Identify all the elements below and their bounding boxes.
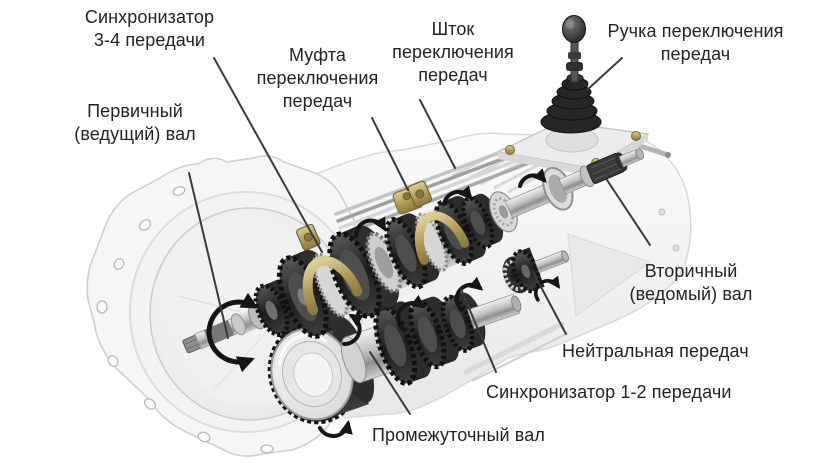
label-countershaft: Промежуточный вал [372, 424, 545, 447]
gear-shifter [495, 15, 651, 176]
leader-pervichny [188, 172, 229, 339]
shifter-lever [566, 39, 583, 83]
shifter-knob [562, 15, 586, 43]
label-shift-rod: Шток переключения передач [383, 18, 523, 87]
leader-lines [188, 57, 651, 415]
countershaft-gear-3 [440, 292, 486, 353]
label-line: (ведомый) вал [629, 284, 753, 305]
label-shift-coupling: Муфта переключения передач [240, 44, 395, 113]
leader-shtok [419, 99, 456, 169]
shift-fork-3-4 [296, 223, 363, 316]
leader-mufta [371, 117, 409, 191]
countershaft [267, 292, 522, 425]
rotation-arrows [206, 168, 561, 439]
leader-sync34 [213, 57, 323, 253]
label-line: 3-4 передачи [93, 30, 206, 51]
leader-promezh [369, 351, 411, 415]
label-line: переключения [392, 42, 514, 63]
label-output-shaft: Вторичный (ведомый) вал [612, 260, 770, 306]
shift-fork-1-2 [407, 180, 470, 265]
label-line: Ручка переключения [607, 21, 784, 41]
label-synchronizer-1-2: Синхронизатор 1-2 передачи [486, 381, 732, 404]
label-line: передач [418, 65, 488, 86]
label-line: Промежуточный вал [372, 425, 545, 445]
label-line: Синхронизатор [84, 7, 215, 27]
label-line: Вторичный [644, 261, 738, 281]
label-input-shaft: Первичный (ведущий) вал [55, 100, 215, 146]
label-line: переключения [256, 68, 379, 89]
leader-ruchka [586, 57, 623, 91]
label-shift-knob: Ручка переключения передач [598, 20, 793, 66]
label-line: передач [660, 44, 731, 65]
output-shaft [505, 148, 645, 219]
label-line: Шток [431, 19, 475, 39]
label-line: Нейтральная передач [562, 341, 749, 361]
label-neutral-gear: Нейтральная передач [562, 340, 749, 363]
leader-sync12 [460, 288, 497, 373]
label-synchronizer-3-4: Синхронизатор 3-4 передачи [62, 6, 237, 52]
countershaft-gear-2 [408, 296, 460, 370]
label-line: (ведущий) вал [74, 124, 196, 145]
label-line: передач [282, 91, 353, 112]
label-line: Муфта [289, 45, 346, 65]
label-line: Синхронизатор 1-2 передачи [486, 382, 732, 402]
case-recess [567, 233, 652, 317]
leader-vtorichny [606, 179, 651, 246]
label-line: Первичный [87, 101, 183, 121]
shifter-boot [540, 73, 602, 134]
leader-neutral [531, 269, 567, 335]
input-rotation-arrow [206, 292, 259, 373]
gear-reverse [461, 193, 504, 250]
